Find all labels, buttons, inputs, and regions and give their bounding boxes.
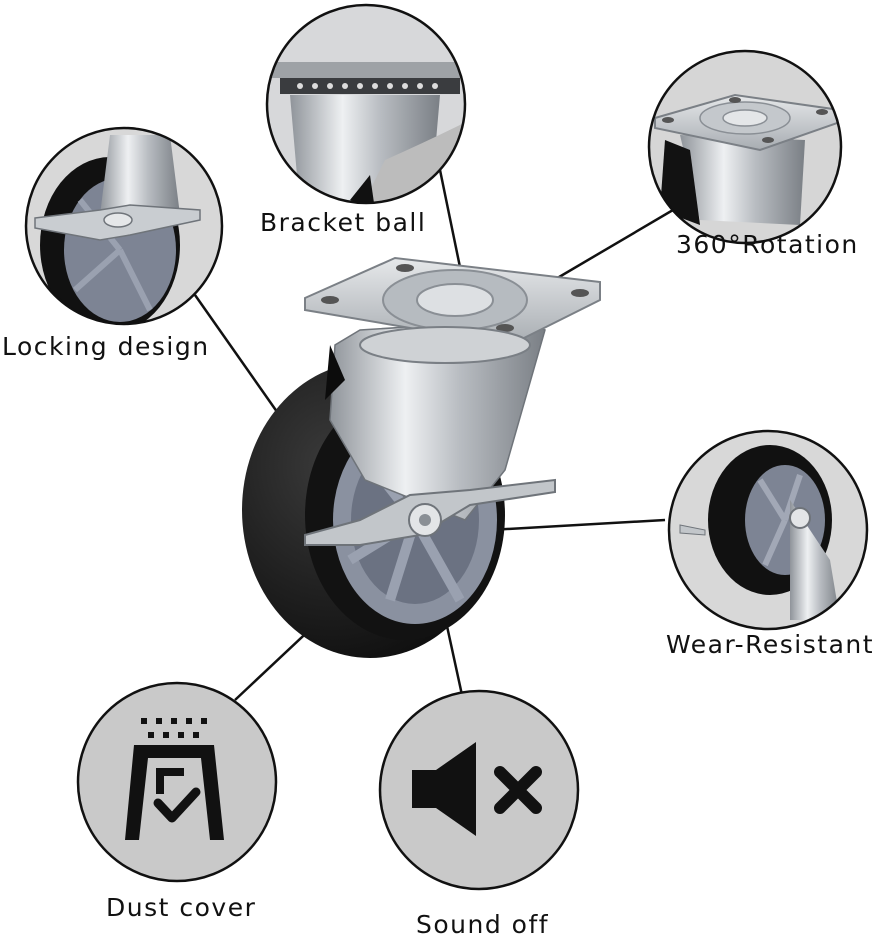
label-wear-resistant: Wear-Resistant bbox=[666, 630, 875, 659]
caster-wheel bbox=[242, 256, 601, 658]
label-bracket-ball: Bracket ball bbox=[260, 208, 427, 237]
feature-circle-rotation bbox=[647, 49, 843, 245]
label-locking-design: Locking design bbox=[2, 332, 210, 361]
feature-circle-bracket-ball bbox=[265, 3, 467, 205]
label-dust-cover: Dust cover bbox=[106, 893, 257, 922]
feature-circle-locking bbox=[24, 126, 224, 326]
label-rotation: 360°Rotation bbox=[676, 230, 859, 259]
label-sound-off: Sound off bbox=[416, 910, 550, 939]
feature-circle-wear-resistant bbox=[667, 429, 869, 631]
dust-cover-icon bbox=[125, 718, 224, 840]
feature-circle-dust bbox=[76, 681, 278, 883]
line-wear bbox=[489, 518, 666, 532]
speaker-mute-icon bbox=[412, 742, 542, 836]
feature-circle-sound bbox=[378, 689, 580, 891]
